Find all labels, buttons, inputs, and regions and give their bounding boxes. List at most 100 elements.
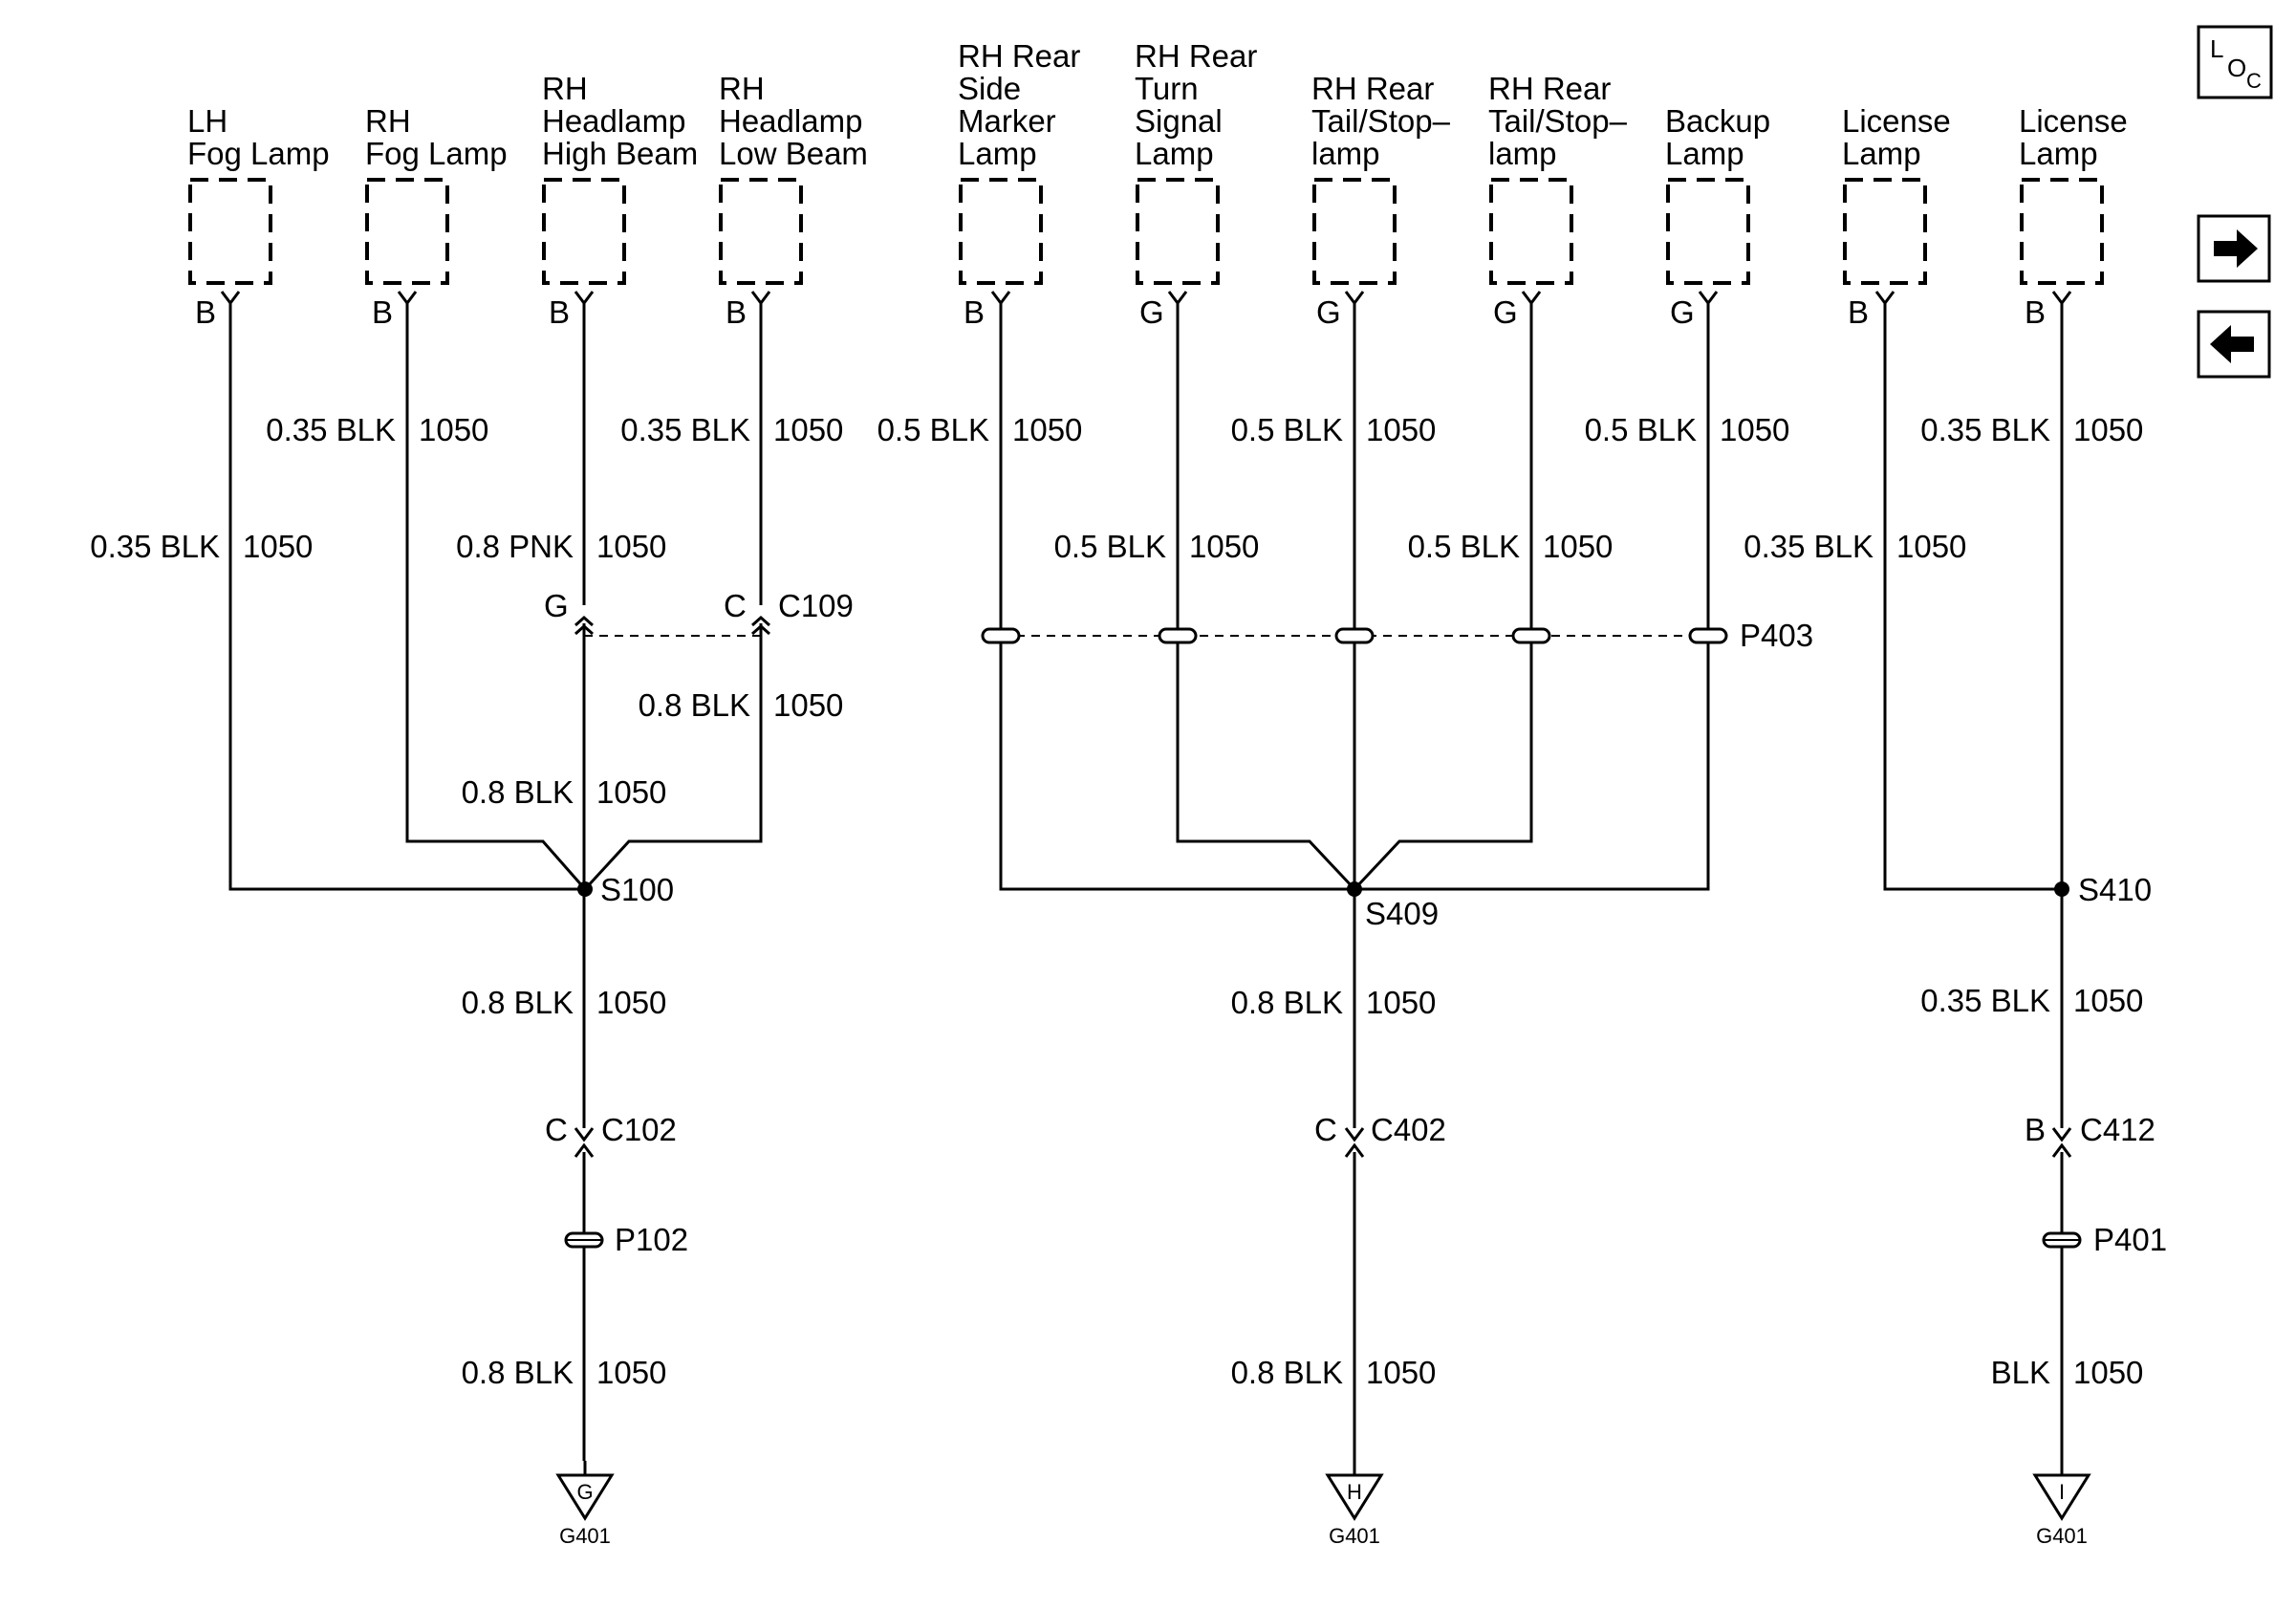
wire-gauge: 0.35 BLK xyxy=(90,529,220,564)
component-label-line: Lamp xyxy=(1135,136,1214,171)
wires-group-s100 xyxy=(228,303,763,1461)
wires-group-s410 xyxy=(1883,303,2064,1461)
component-label-line: License xyxy=(1842,103,1951,139)
connector-c402[interactable]: C C402 xyxy=(1314,1112,1446,1158)
component-box-rh-rear-turn-signal-lamp[interactable] xyxy=(1136,178,1220,285)
connector-c412[interactable]: B C412 xyxy=(2025,1112,2155,1158)
locator-box xyxy=(2197,25,2273,99)
component-label-lh-fog-lamp: LH Fog Lamp xyxy=(187,103,330,171)
component-label-line: Lamp xyxy=(2019,136,2098,171)
wire-circuit: 1050 xyxy=(596,1355,666,1390)
splice-s410[interactable]: S410 xyxy=(2054,872,2152,907)
wire-circuit: 1050 xyxy=(419,412,488,447)
connector-c109[interactable]: G C C109 xyxy=(544,588,854,637)
component-box-rh-headlamp-high-beam[interactable] xyxy=(542,178,626,285)
component-label-rh-rear-side-marker-lamp: RH Rear Side Marker Lamp xyxy=(958,38,1080,171)
component-box-rh-headlamp-low-beam[interactable] xyxy=(719,178,803,285)
arrow-right-icon xyxy=(2214,229,2258,268)
component-box-rh-rear-tail-stop-lamp-1[interactable] xyxy=(1312,178,1397,285)
prev-page-button[interactable] xyxy=(2197,310,2271,379)
component-label-rh-rear-turn-signal-lamp: RH Rear Turn Signal Lamp xyxy=(1135,38,1257,171)
splice-name: S100 xyxy=(600,872,674,907)
connector-pin-icon xyxy=(2051,1127,2072,1158)
ground-g401-h[interactable]: H G401 xyxy=(1325,1461,1384,1548)
wire-circuit: 1050 xyxy=(773,412,843,447)
ground-name: G401 xyxy=(1329,1524,1380,1548)
wire-gauge: 0.35 BLK xyxy=(1920,983,2050,1018)
pin-fork-icon xyxy=(1698,291,1719,306)
pin-label: B xyxy=(1848,294,1869,330)
splice-s100[interactable]: S100 xyxy=(577,872,674,907)
wire-gauge: 0.8 BLK xyxy=(462,985,574,1020)
component-label-line: RH Rear xyxy=(1311,71,1434,106)
wire-circuit: 1050 xyxy=(2073,412,2143,447)
component-label-license-lamp-2: License Lamp xyxy=(2019,103,2128,171)
wire-gauge: 0.5 BLK xyxy=(877,412,989,447)
component-box-backup-lamp[interactable] xyxy=(1666,178,1750,285)
splice-dot-icon xyxy=(2054,881,2069,897)
pin-fork-icon xyxy=(1521,291,1542,306)
component-label-line: Tail/Stop– xyxy=(1488,103,1628,139)
pin-fork-icon xyxy=(574,291,595,306)
wire-gauge: 0.35 BLK xyxy=(1744,529,1874,564)
connector-pin-label: C xyxy=(1314,1112,1337,1147)
connector-name: C402 xyxy=(1371,1112,1446,1147)
component-box-license-lamp-1[interactable] xyxy=(1843,178,1927,285)
wire-circuit: 1050 xyxy=(1543,529,1613,564)
component-label-line: lamp xyxy=(1311,136,1380,171)
component-label-line: Headlamp xyxy=(719,103,862,139)
pass-through-p102[interactable]: P102 xyxy=(564,1222,688,1257)
wire-gauge: 0.8 BLK xyxy=(462,1355,574,1390)
pass-through-icon xyxy=(1511,627,1551,644)
ground-g401-g[interactable]: G G401 xyxy=(555,1461,615,1548)
pin-fork-icon xyxy=(750,291,771,306)
connector-pin-label: C xyxy=(724,588,747,623)
pin-fork-icon xyxy=(990,291,1011,306)
locator-button[interactable]: L O C xyxy=(2197,25,2273,99)
wire-circuit: 1050 xyxy=(596,529,666,564)
connector-pin-icon xyxy=(751,615,770,636)
pin-label: G xyxy=(1316,294,1341,330)
ground-letter: H xyxy=(1347,1480,1362,1504)
pass-through-icon xyxy=(1158,627,1198,644)
ground-letter: G xyxy=(576,1480,593,1504)
component-box-rh-fog-lamp[interactable] xyxy=(365,178,449,285)
locator-letter-c: C xyxy=(2246,69,2262,93)
pin-label: G xyxy=(1493,294,1518,330)
component-label-line: RH Rear xyxy=(1488,71,1611,106)
connector-pin-icon xyxy=(574,615,594,636)
component-label-license-lamp-1: License Lamp xyxy=(1842,103,1951,171)
connector-pin-label: G xyxy=(544,588,569,623)
pass-through-p403[interactable]: P403 xyxy=(981,618,1813,653)
component-label-line: RH xyxy=(542,71,588,106)
next-page-button[interactable] xyxy=(2197,214,2271,283)
pass-through-p401[interactable]: P401 xyxy=(2042,1222,2167,1257)
wire-gauge: 0.8 BLK xyxy=(639,687,750,723)
wire-circuit: 1050 xyxy=(243,529,313,564)
component-label-rh-fog-lamp: RH Fog Lamp xyxy=(365,103,508,171)
wire-gauge: 0.35 BLK xyxy=(266,412,396,447)
locator-letter-o: O xyxy=(2227,54,2246,82)
pin-fork-icon xyxy=(2051,291,2072,306)
component-box-rh-rear-tail-stop-lamp-2[interactable] xyxy=(1489,178,1573,285)
locator-letter-l: L xyxy=(2210,34,2223,63)
pin-label: G xyxy=(1139,294,1164,330)
connector-pin-label: B xyxy=(2025,1112,2046,1147)
pin-label: B xyxy=(372,294,393,330)
component-box-rh-rear-side-marker-lamp[interactable] xyxy=(959,178,1043,285)
component-label-line: Signal xyxy=(1135,103,1223,139)
ground-name: G401 xyxy=(559,1524,611,1548)
splice-s409[interactable]: S409 xyxy=(1347,881,1439,931)
pin-fork-icon xyxy=(1874,291,1895,306)
wire-gauge: 0.5 BLK xyxy=(1408,529,1520,564)
component-label-line: RH Rear xyxy=(958,38,1080,74)
component-box-license-lamp-2[interactable] xyxy=(2020,178,2104,285)
component-label-line: Headlamp xyxy=(542,103,685,139)
connector-c102[interactable]: C C102 xyxy=(545,1112,677,1158)
component-box-lh-fog-lamp[interactable] xyxy=(188,178,272,285)
pin-label: B xyxy=(726,294,747,330)
component-label-line: High Beam xyxy=(542,136,698,171)
connector-pin-icon xyxy=(1344,1127,1365,1158)
ground-g401-i[interactable]: I G401 xyxy=(2032,1461,2091,1548)
